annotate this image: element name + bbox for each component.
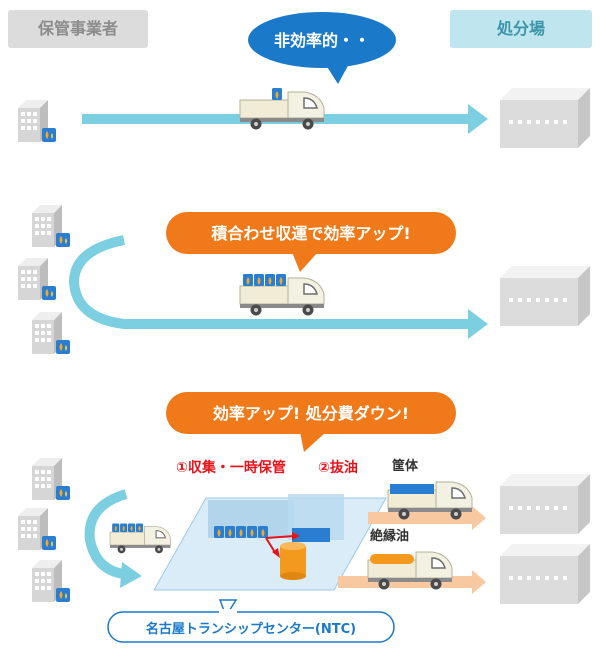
- collection-route-arrow: [84, 489, 128, 579]
- storage-building: [32, 458, 70, 500]
- disposal-facility: [500, 266, 590, 326]
- oil-label: 絶縁油: [369, 528, 409, 544]
- scenario-3: 効率アップ! 処分費ダウン! ①収集・一: [18, 392, 590, 643]
- oil-truck: [367, 551, 453, 591]
- step-collect-label: ①収集・一時保管: [176, 459, 286, 476]
- casing-truck: [387, 481, 473, 521]
- casing-label: 筐体: [392, 458, 419, 474]
- disposal-facility: [500, 544, 590, 604]
- disposal-facility: [500, 88, 590, 148]
- storage-building: [18, 100, 56, 142]
- bubble-consolidation-text: 積合わせ収運で効率アップ!: [210, 224, 410, 243]
- scenario-1: 非効率的・・: [18, 12, 590, 148]
- scenario-2: 積合わせ収運で効率アップ!: [18, 205, 590, 354]
- arrow-head: [468, 309, 488, 339]
- consolidated-route-arrow: [68, 235, 468, 329]
- arrow-head: [120, 562, 142, 588]
- ntc-name-text: 名古屋トランシップセンター(NTC): [146, 621, 356, 637]
- arrow-head: [468, 104, 488, 134]
- storage-building: [32, 205, 70, 247]
- storage-operator-label: 保管事業者: [8, 10, 148, 48]
- casing-route-arrow: [368, 512, 472, 524]
- stored-units: [214, 526, 268, 538]
- bubble-inefficient-text: 非効率的・・: [274, 31, 370, 50]
- oil-drum: [280, 542, 306, 580]
- ntc-name-callout: [107, 611, 395, 643]
- drained-casings: [292, 528, 330, 542]
- bubble-consolidation: [166, 212, 456, 254]
- storage-building: [32, 560, 70, 602]
- bubble-cost-down: [166, 392, 456, 434]
- storage-building: [18, 258, 56, 300]
- storage-building: [32, 312, 70, 354]
- collection-truck: [109, 523, 172, 554]
- disposal-facility: [500, 474, 590, 534]
- consolidated-truck: [239, 274, 325, 317]
- transfer-arrow: [265, 535, 295, 539]
- step-drain-label: ②抜油: [318, 459, 358, 476]
- bubble-cost-down-text: 効率アップ! 処分費ダウン!: [213, 404, 409, 423]
- bubble-inefficient: [248, 12, 396, 68]
- disposal-site-label: 処分場: [450, 10, 592, 48]
- storage-building: [18, 508, 56, 550]
